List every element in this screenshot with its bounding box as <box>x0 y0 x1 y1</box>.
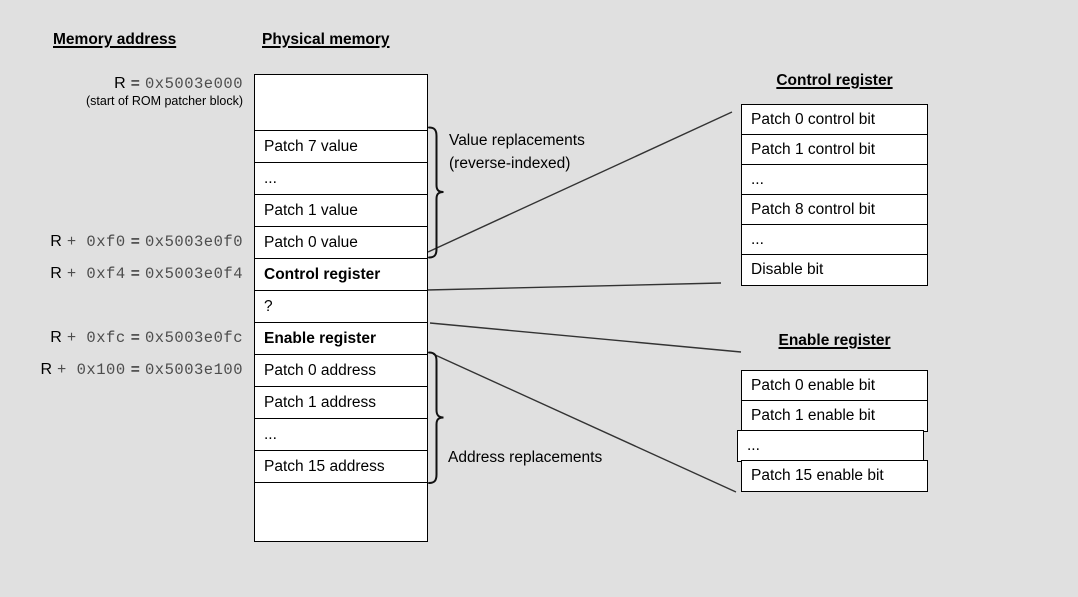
address-label-base: R = 0x5003e000 <box>114 75 243 93</box>
enable-bit-patch1: Patch 1 enable bit <box>741 400 928 432</box>
value-replacements-line2: (reverse-indexed) <box>449 155 571 172</box>
memory-address-header: Memory address <box>53 31 177 48</box>
control-register-title: Control register <box>776 72 893 89</box>
enable-register-table: Patch 0 enable bit Patch 1 enable bit ..… <box>737 370 928 492</box>
equals-sign: = <box>130 233 140 250</box>
hex-address: 0x5003e000 <box>144 75 243 93</box>
memory-cell-patch1-value: Patch 1 value <box>254 194 428 228</box>
address-label-0xf0: R + 0xf0 = 0x5003e0f0 <box>50 233 243 251</box>
memory-cell-ellipsis-values: ... <box>254 162 428 196</box>
memory-cell-blank-bottom <box>254 482 428 542</box>
control-bit-patch1: Patch 1 control bit <box>741 134 928 166</box>
memory-cell-ellipsis-addresses: ... <box>254 418 428 452</box>
memory-cell-enable-register: Enable register <box>254 322 428 356</box>
enable-register-title: Enable register <box>778 332 891 349</box>
memory-cell-blank-top <box>254 74 428 132</box>
hex-address: 0x5003e100 <box>144 361 243 379</box>
offset: + 0x100 <box>57 361 126 379</box>
memory-cell-control-register: Control register <box>254 258 428 292</box>
address-replacements-label: Address replacements <box>448 449 603 466</box>
address-replacements-brace <box>428 351 444 484</box>
enable-bit-ellipsis: ... <box>737 430 924 462</box>
enable-register-zoom-line-bottom <box>432 353 737 493</box>
memory-cell-patch15-address: Patch 15 address <box>254 450 428 484</box>
control-register-zoom-line-bottom <box>426 282 722 291</box>
offset: + 0xf4 <box>66 265 126 283</box>
value-replacements-brace <box>428 126 444 259</box>
memory-cell-unknown: ? <box>254 290 428 324</box>
register-symbol: R <box>50 329 62 346</box>
hex-address: 0x5003e0f4 <box>144 265 243 283</box>
control-bit-ellipsis-2: ... <box>741 224 928 256</box>
offset: + 0xf0 <box>66 233 126 251</box>
hex-address: 0x5003e0fc <box>144 329 243 347</box>
address-label-0xfc: R + 0xfc = 0x5003e0fc <box>50 329 243 347</box>
equals-sign: = <box>130 75 140 92</box>
enable-bit-patch0: Patch 0 enable bit <box>741 370 928 402</box>
control-bit-disable: Disable bit <box>741 254 928 286</box>
value-replacements-line1: Value replacements <box>449 132 585 149</box>
equals-sign: = <box>130 361 140 378</box>
address-label-0xf4: R + 0xf4 = 0x5003e0f4 <box>50 265 243 283</box>
register-symbol: R <box>114 75 126 92</box>
control-bit-patch8: Patch 8 control bit <box>741 194 928 226</box>
control-bit-patch0: Patch 0 control bit <box>741 104 928 136</box>
offset: + 0xfc <box>66 329 126 347</box>
equals-sign: = <box>130 265 140 282</box>
physical-memory-table: Patch 7 value ... Patch 1 value Patch 0 … <box>254 74 428 542</box>
value-replacements-label: Value replacements (reverse-indexed) <box>449 129 585 175</box>
enable-bit-patch15: Patch 15 enable bit <box>741 460 928 492</box>
memory-cell-patch1-address: Patch 1 address <box>254 386 428 420</box>
physical-memory-header: Physical memory <box>262 31 390 48</box>
register-symbol: R <box>50 265 62 282</box>
enable-register-zoom-line-top <box>429 322 742 353</box>
control-register-table: Patch 0 control bit Patch 1 control bit … <box>741 104 928 286</box>
memory-cell-patch0-address: Patch 0 address <box>254 354 428 388</box>
register-symbol: R <box>50 233 62 250</box>
memory-cell-patch7-value: Patch 7 value <box>254 130 428 164</box>
control-bit-ellipsis-1: ... <box>741 164 928 196</box>
address-note: (start of ROM patcher block) <box>86 94 243 108</box>
register-symbol: R <box>40 361 53 378</box>
hex-address: 0x5003e0f0 <box>144 233 243 251</box>
memory-cell-patch0-value: Patch 0 value <box>254 226 428 260</box>
equals-sign: = <box>130 329 140 346</box>
address-label-0x100: R + 0x100 = 0x5003e100 <box>40 361 243 379</box>
